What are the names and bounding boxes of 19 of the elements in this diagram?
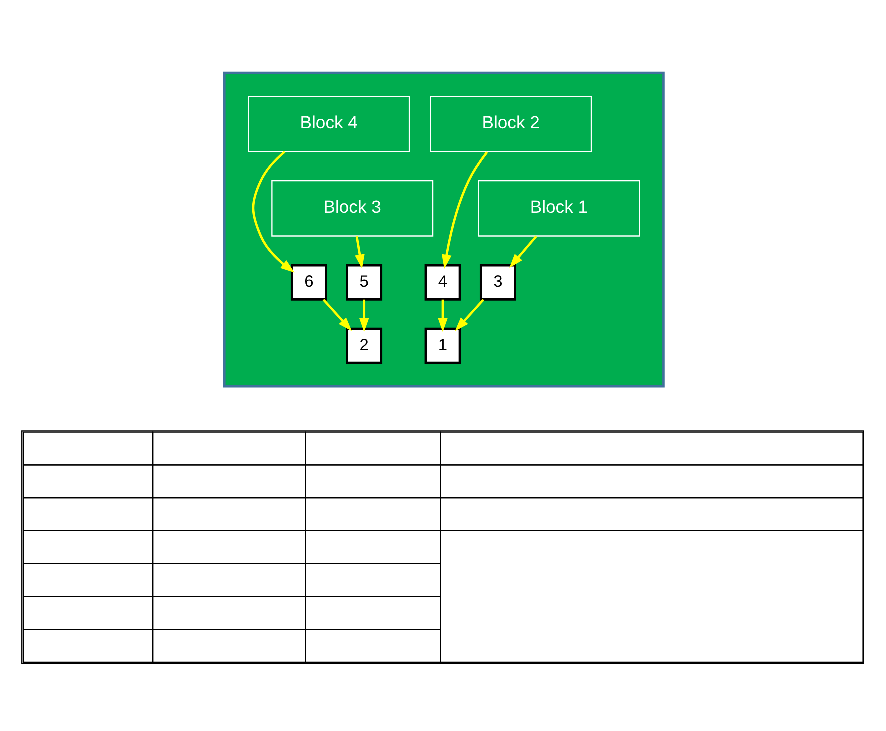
node-box: Block 3 — [272, 180, 434, 236]
node-box: 3 — [480, 264, 516, 300]
node-box: 1 — [424, 327, 462, 364]
node-box: 2 — [346, 327, 383, 364]
arrow — [355, 236, 365, 268]
node-box: 5 — [346, 264, 383, 300]
arrow — [322, 298, 352, 331]
cluster — [223, 71, 665, 388]
arrow — [455, 298, 485, 331]
arrow — [438, 299, 448, 332]
arrow — [252, 150, 295, 272]
node-box: Block 1 — [478, 180, 640, 236]
arrow — [442, 151, 488, 268]
arrow — [359, 299, 370, 332]
node-box: 6 — [290, 264, 328, 300]
node-box: 4 — [424, 264, 462, 300]
arrow — [510, 235, 538, 268]
node-box: Block 2 — [430, 95, 592, 152]
node-box: Block 4 — [248, 95, 410, 152]
